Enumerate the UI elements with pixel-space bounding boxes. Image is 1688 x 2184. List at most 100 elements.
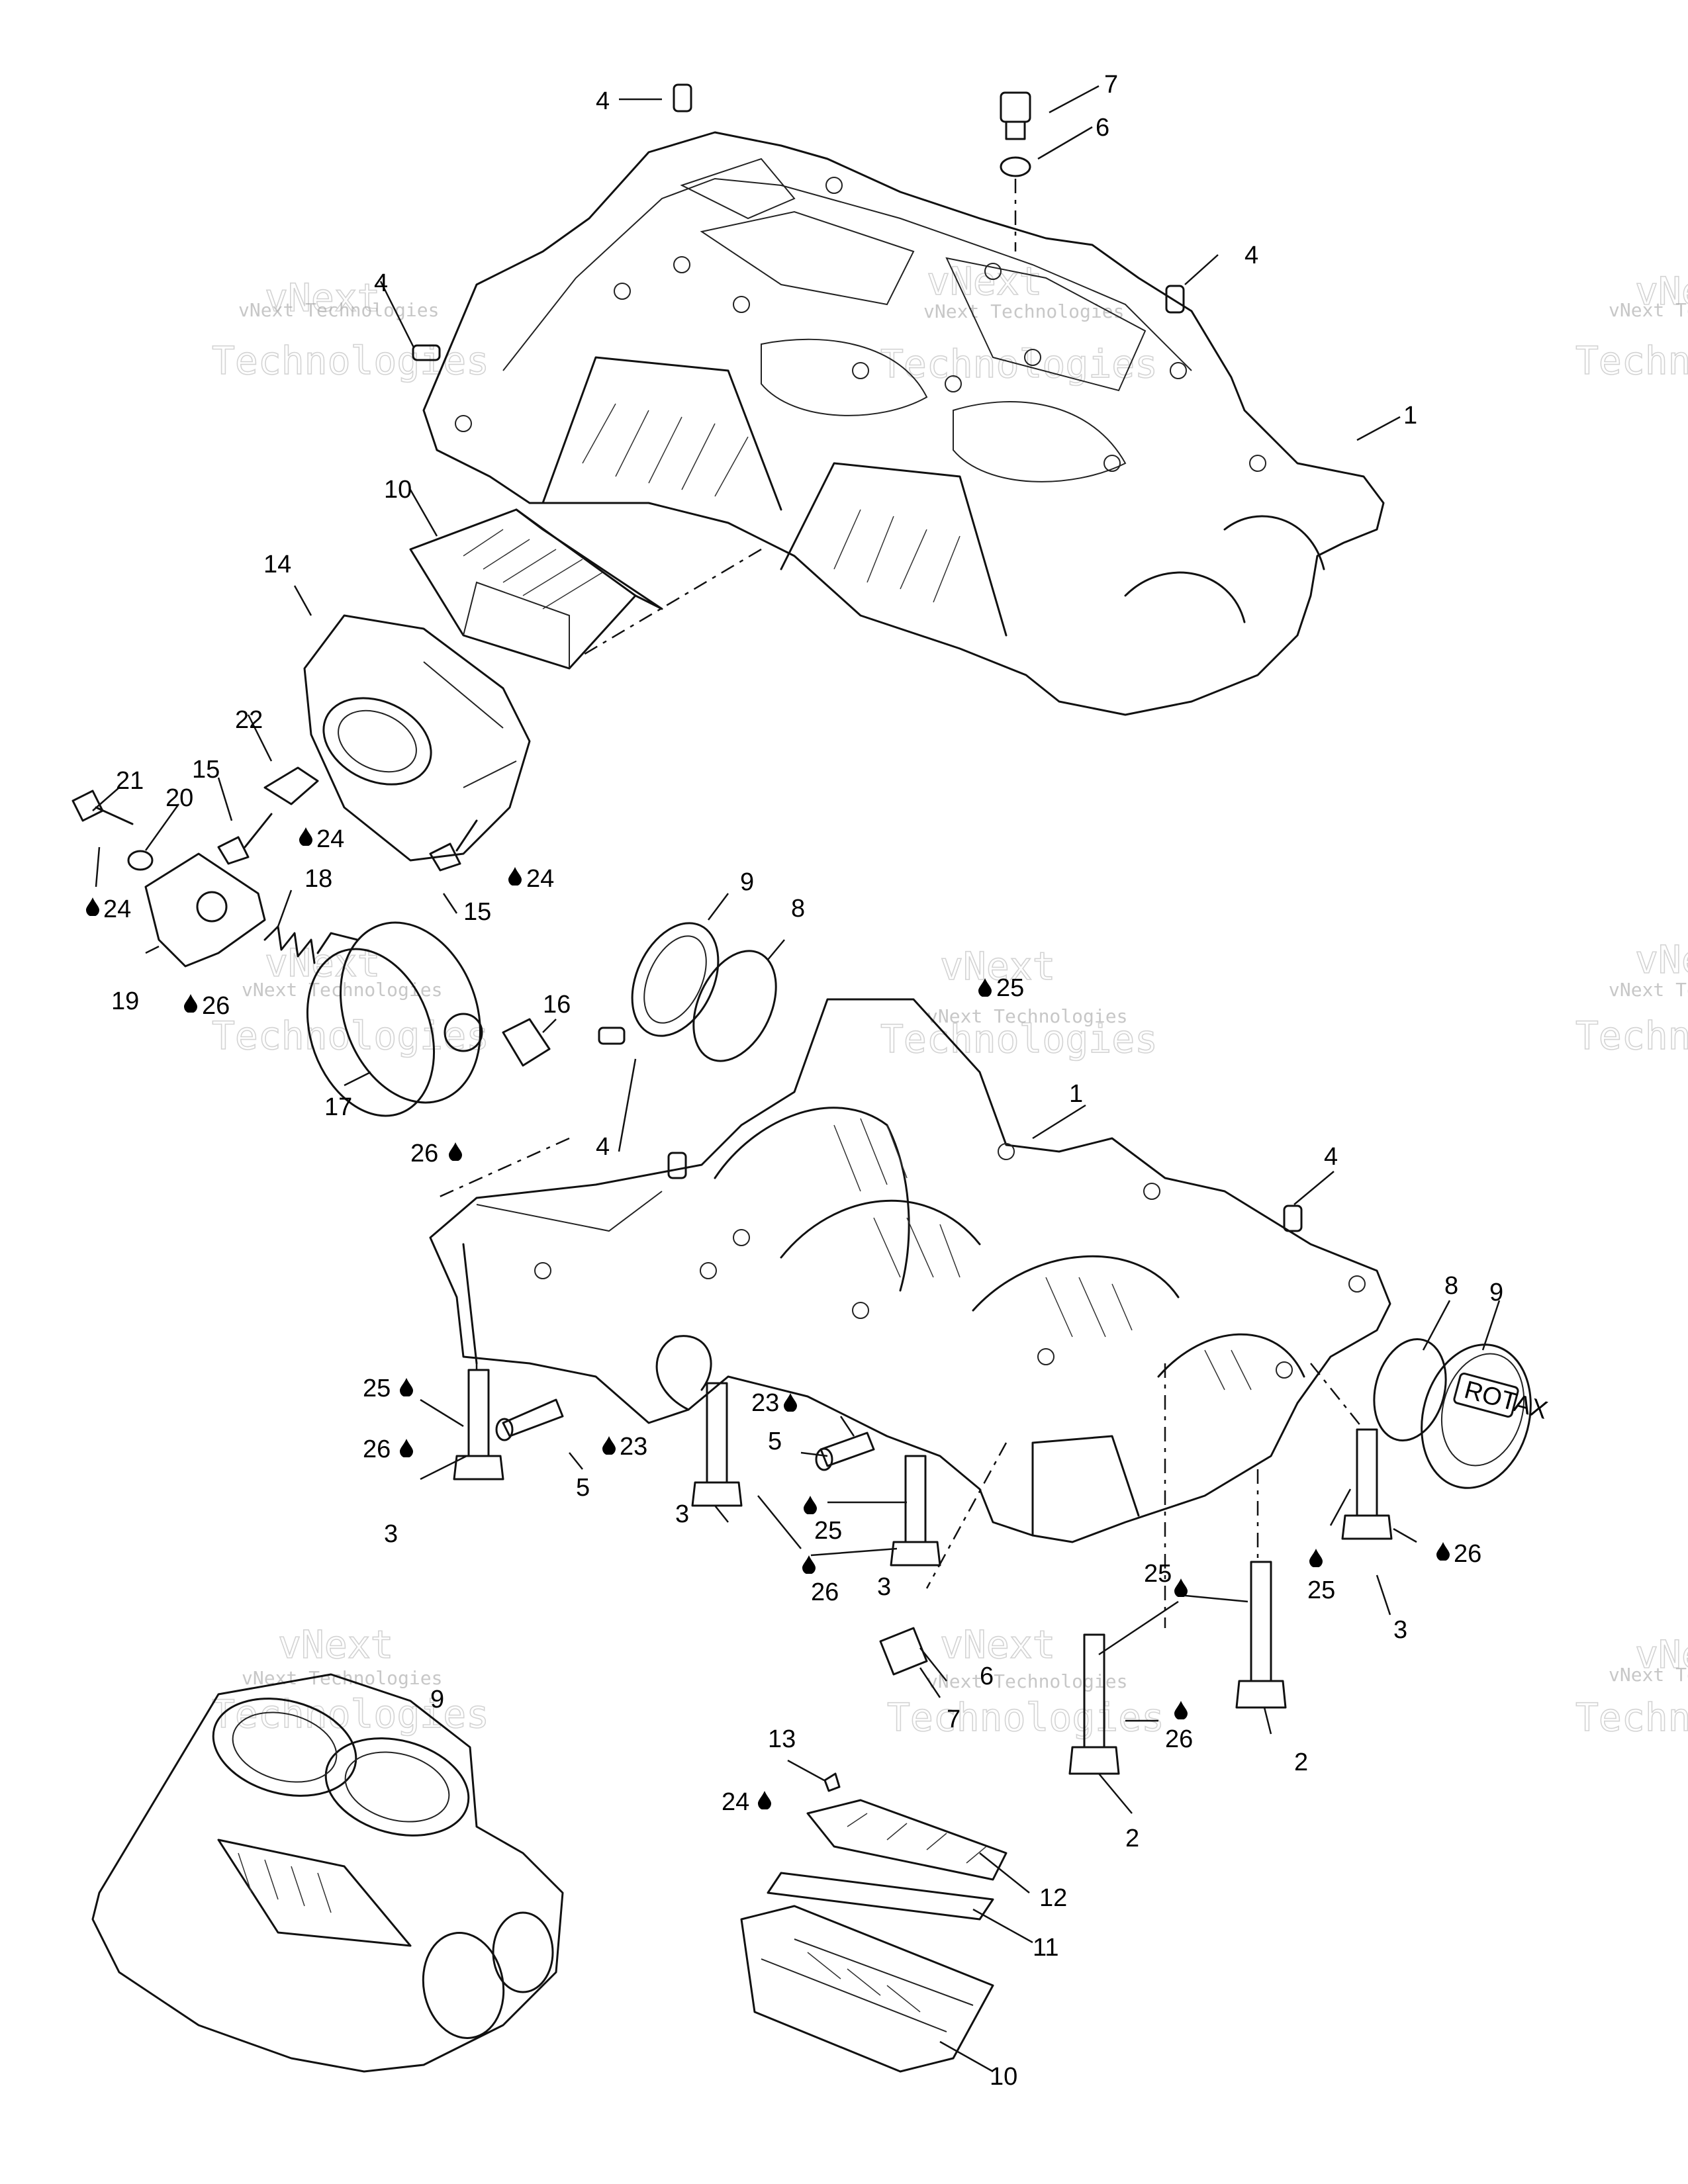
callout-label: 25 bbox=[996, 974, 1024, 1002]
watermark-9: vNext vNext Technologies Technologies bbox=[1575, 1631, 1688, 1741]
screw-7-top bbox=[1000, 91, 1031, 140]
oil-drop-icon bbox=[758, 1791, 771, 1809]
callout-label: 5 bbox=[576, 1474, 590, 1502]
callout-label: 15 bbox=[463, 898, 491, 926]
bolt-3-right bbox=[1341, 1428, 1393, 1540]
oil-drop-icon bbox=[1309, 1549, 1323, 1567]
callout-label: 22 bbox=[235, 706, 263, 734]
callout-label: 10 bbox=[990, 2063, 1017, 2091]
callout-label: 25 bbox=[1144, 1560, 1172, 1588]
callout-label: 19 bbox=[111, 987, 139, 1015]
callout-label: 11 bbox=[1033, 1934, 1058, 1962]
screw-21 bbox=[71, 790, 134, 825]
screw-15-lower bbox=[429, 819, 478, 872]
callout-label: 1 bbox=[1069, 1080, 1083, 1108]
washer-20 bbox=[127, 850, 154, 871]
reed-petal-12 bbox=[806, 1799, 1008, 1881]
callout-label: 20 bbox=[165, 784, 193, 812]
oil-drop-icon bbox=[1174, 1701, 1188, 1719]
watermark-big: Technologies bbox=[887, 1695, 1164, 1740]
watermark-2: vNext vNext Technologies Technologies bbox=[880, 258, 1158, 387]
oil-drop-icon bbox=[299, 827, 312, 846]
callout-label: 26 bbox=[202, 992, 230, 1020]
bolt-hole bbox=[534, 1143, 1366, 1379]
oil-drop-icon bbox=[400, 1439, 413, 1457]
gasket-22 bbox=[263, 766, 319, 805]
oil-drop-icon bbox=[184, 994, 197, 1013]
callout-label: 9 bbox=[430, 1686, 444, 1713]
callout-label: 10 bbox=[384, 476, 412, 504]
callout-label: 25 bbox=[1307, 1576, 1335, 1604]
bolt-hole bbox=[455, 177, 1266, 472]
watermark-text: vNext Technologies bbox=[238, 299, 439, 321]
callout-label: 3 bbox=[675, 1500, 689, 1528]
callout-label: 13 bbox=[768, 1725, 796, 1753]
screw-15-upper bbox=[217, 813, 273, 865]
watermark-5: vNext vNext Technologies Technologies bbox=[880, 943, 1158, 1062]
callout-label: 6 bbox=[1096, 114, 1109, 142]
oil-drop-icon bbox=[784, 1393, 797, 1412]
watermark-text: vNext Technologies bbox=[927, 1670, 1127, 1692]
watermark-text: vNext Technologies bbox=[927, 1005, 1127, 1027]
watermark-1: vNext vNext Technologies Technologies bbox=[211, 275, 490, 384]
ring-8-right bbox=[1373, 1338, 1447, 1442]
watermark-big: Technologies bbox=[1575, 1695, 1688, 1740]
callout-label: 7 bbox=[947, 1706, 961, 1733]
sensor-5-left bbox=[495, 1398, 564, 1441]
callout-label: 4 bbox=[1244, 242, 1258, 269]
callout-label: 2 bbox=[1294, 1749, 1308, 1776]
ring-8-upper bbox=[692, 950, 777, 1062]
oil-drop-icon bbox=[400, 1378, 413, 1396]
callout-label: 14 bbox=[263, 551, 291, 578]
watermark-big: Technologies bbox=[212, 338, 489, 383]
reed-valve-upper bbox=[409, 508, 663, 670]
callout-label: 8 bbox=[1444, 1272, 1458, 1300]
callout-label: 17 bbox=[324, 1093, 352, 1121]
watermark-big: vNext bbox=[940, 1622, 1056, 1667]
bracket-19 bbox=[144, 852, 266, 968]
watermark-big: vNext bbox=[265, 275, 381, 320]
callout-label: 16 bbox=[543, 991, 571, 1019]
watermark-6: vNext vNext Technologies Technologies bbox=[1575, 936, 1688, 1059]
oil-drop-icon bbox=[1174, 1578, 1188, 1597]
engine-assembly-thumbnail bbox=[91, 1673, 564, 2073]
rotax-badge: ROTAX bbox=[1453, 1372, 1550, 1425]
callout-label: 7 bbox=[1104, 71, 1118, 99]
screw-7-lower bbox=[879, 1627, 928, 1676]
watermark-big: vNext bbox=[1635, 937, 1688, 982]
callout-label: 23 bbox=[620, 1433, 647, 1461]
rotary-valve-gear-17 bbox=[306, 921, 483, 1117]
watermark-big: Technologies bbox=[1575, 338, 1688, 383]
oil-drop-icon bbox=[1436, 1542, 1450, 1561]
callout-label: 8 bbox=[791, 895, 805, 923]
callout-label: 25 bbox=[814, 1517, 842, 1545]
watermark-3: vNext vNext Technologies Technologies bbox=[1575, 268, 1688, 384]
callout-label: 23 bbox=[751, 1389, 779, 1417]
watermark-big: vNext bbox=[1635, 269, 1688, 314]
watermark-text: vNext Technologies bbox=[1609, 299, 1688, 321]
oil-drop-icon bbox=[802, 1555, 816, 1574]
reed-stop-11 bbox=[767, 1872, 994, 1921]
callout-label: 15 bbox=[192, 756, 220, 784]
callout-label: 5 bbox=[768, 1428, 782, 1455]
callout-label: 21 bbox=[116, 767, 144, 795]
watermark-big: vNext bbox=[1635, 1632, 1688, 1677]
callout-labels: 4 7 6 4 4 1 10 14 22 21 20 15 24 24 24 1… bbox=[103, 71, 1503, 2091]
callout-label: 4 bbox=[596, 1133, 610, 1161]
watermark-text: vNext Technologies bbox=[1609, 1664, 1688, 1686]
reed-block-10-lower bbox=[740, 1905, 994, 2073]
cover-9-rotax: ROTAX bbox=[1421, 1343, 1550, 1489]
watermark-big: Technologies bbox=[1575, 1013, 1688, 1058]
watermark-big: vNext bbox=[278, 1622, 394, 1667]
oil-drop-icon bbox=[508, 867, 522, 886]
callout-label: 26 bbox=[363, 1435, 391, 1463]
rotary-valve-cover bbox=[303, 614, 531, 862]
callout-label: 24 bbox=[526, 865, 554, 893]
bolt-2-right bbox=[1235, 1561, 1287, 1709]
seal-9-upper bbox=[631, 922, 720, 1037]
callout-label: 24 bbox=[316, 825, 344, 853]
bolt-3-left bbox=[453, 1369, 504, 1480]
callout-label: 3 bbox=[1393, 1616, 1407, 1644]
oil-drop-icon bbox=[602, 1436, 616, 1455]
